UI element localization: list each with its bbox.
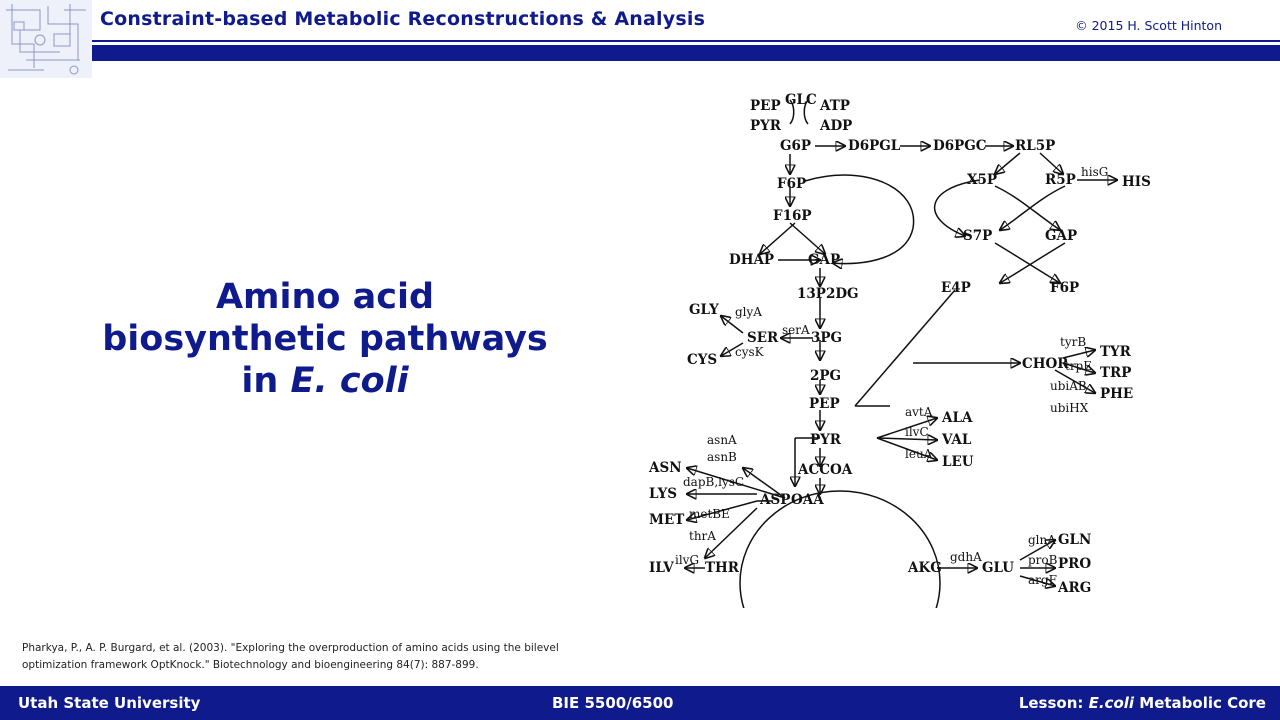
metabolite-ilv: ILV [649,560,674,576]
gene-argf: argF [1028,573,1057,587]
metabolite-13p2dg: 13P2DG [797,286,859,302]
metabolite-leu: LEU [942,454,974,470]
footer-course: BIE 5500/6500 [552,694,674,712]
metabolite-gln: GLN [1058,532,1091,548]
metabolite-f6p: F6P [777,176,806,192]
slide-title-line-2: biosynthetic pathways [102,319,548,359]
metabolite-asn: ASN [648,460,682,476]
metabolite-met: MET [649,512,684,528]
metabolite-gly: GLY [689,302,719,318]
gene-ilvg: ilvG [675,553,699,567]
metabolite-oaa: OAA [791,492,824,508]
metabolite-adp: ADP [819,118,852,134]
footer-lesson-suffix: Metabolic Core [1134,694,1266,712]
gene-metbe: metBE [689,507,730,521]
metabolite-pep-cofactor: PEP [750,98,781,114]
metabolite-atp: ATP [819,98,850,114]
metabolite-phe: PHE [1100,386,1133,402]
metabolite-lys: LYS [649,486,677,502]
metabolite-val: VAL [941,432,972,448]
metabolite-thr: THR [705,560,740,576]
metabolite-e4p: E4P [941,280,971,296]
gene-ubiab: ubiAB [1050,379,1087,393]
metabolite-s7p: S7P [963,228,992,244]
gene-prob: proB [1028,553,1058,567]
metabolite-labels: PEP GLC ATP PYR ADP G6P D6PGL D6PGC RL5P… [648,92,1151,596]
metabolite-d6pgl: D6PGL [848,138,901,154]
gene-glya: glyA [735,305,762,319]
footer-bar: Utah State University BIE 5500/6500 Less… [0,686,1280,720]
metabolite-f6p-ppp: F6P [1050,280,1079,296]
metabolite-x5p: X5P [967,172,997,188]
gene-asnb: asnB [707,450,737,464]
metabolite-ala: ALA [941,410,973,426]
metabolite-rl5p: RL5P [1015,138,1055,154]
metabolite-trp: TRP [1100,365,1131,381]
gene-glna: glnA [1028,533,1056,547]
gene-gdha: gdhA [950,550,982,564]
pathway-arrows [685,99,1117,608]
gene-thra: thrA [689,529,716,543]
metabolite-accoa: ACCOA [797,462,853,478]
amino-acid-pathway-diagram: PEP GLC ATP PYR ADP G6P D6PGL D6PGC RL5P… [648,92,1151,608]
header-bar [92,45,1280,61]
metabolite-cys: CYS [687,352,717,368]
metabolite-tyr: TYR [1100,344,1132,360]
metabolite-3pg: 3PG [811,330,842,346]
metabolite-ser: SER [747,330,779,346]
metabolite-arg: ARG [1057,580,1091,596]
slide-title-organism: E. coli [290,361,409,401]
header-rule [92,40,1280,42]
slide-title: Amino acid biosynthetic pathways in E. c… [40,276,610,402]
gene-ilvc: ilvC [905,425,929,439]
slide-title-prefix: in [241,361,291,401]
metabolite-pro: PRO [1058,556,1091,572]
usu-pathway-logo-icon [0,0,92,78]
footer-lesson: Lesson: E.coli Metabolic Core [1019,694,1266,712]
gene-avta: avtA [905,405,933,419]
metabolite-dhap: DHAP [729,252,774,268]
footer-university: Utah State University [18,694,201,712]
gene-asna: asnA [707,433,737,447]
metabolite-d6pgc: D6PGC [933,138,987,154]
copyright-notice: © 2015 H. Scott Hinton [1075,18,1222,33]
gene-sera: serA [782,323,810,337]
metabolite-gap: GAP [808,252,840,268]
metabolite-pyr-cofactor: PYR [750,118,782,134]
metabolite-f16p: F16P [773,208,812,224]
gene-ubihx: ubiHX [1050,401,1089,415]
metabolite-2pg: 2PG [810,368,841,384]
header-title: Constraint-based Metabolic Reconstructio… [100,8,706,30]
metabolite-gap-ppp: GAP [1045,228,1077,244]
metabolite-r5p: R5P [1045,172,1076,188]
metabolite-pyr: PYR [810,432,842,448]
gene-tyrb: tyrB [1060,335,1086,349]
metabolite-glu: GLU [982,560,1014,576]
citation-text: Pharkya, P., A. P. Burgard, et al. (2003… [22,642,559,671]
slide-title-line-3: in E. coli [40,360,610,402]
footer-lesson-organism: E.coli [1088,694,1135,712]
gene-trpe: trpE [1065,359,1092,373]
gene-labels: hisG glyA serA cysK tyrB trpE ubiAB ubiH… [675,165,1108,587]
metabolite-akg: AKG [907,560,942,576]
metabolite-chor: CHOR [1022,356,1069,372]
gene-leua: leuA [905,447,933,461]
metabolite-asp: ASP [759,492,790,508]
slide-title-line-1: Amino acid [215,277,435,317]
gene-hisg: hisG [1081,165,1108,179]
metabolite-glc: GLC [785,92,817,108]
gene-cysk: cysK [735,345,765,359]
gene-dapb-lysc: dapB,lysC [683,475,744,489]
metabolite-his: HIS [1122,174,1151,190]
footer-lesson-prefix: Lesson: [1018,694,1089,712]
metabolite-pep: PEP [809,396,840,412]
metabolite-g6p: G6P [780,138,811,154]
